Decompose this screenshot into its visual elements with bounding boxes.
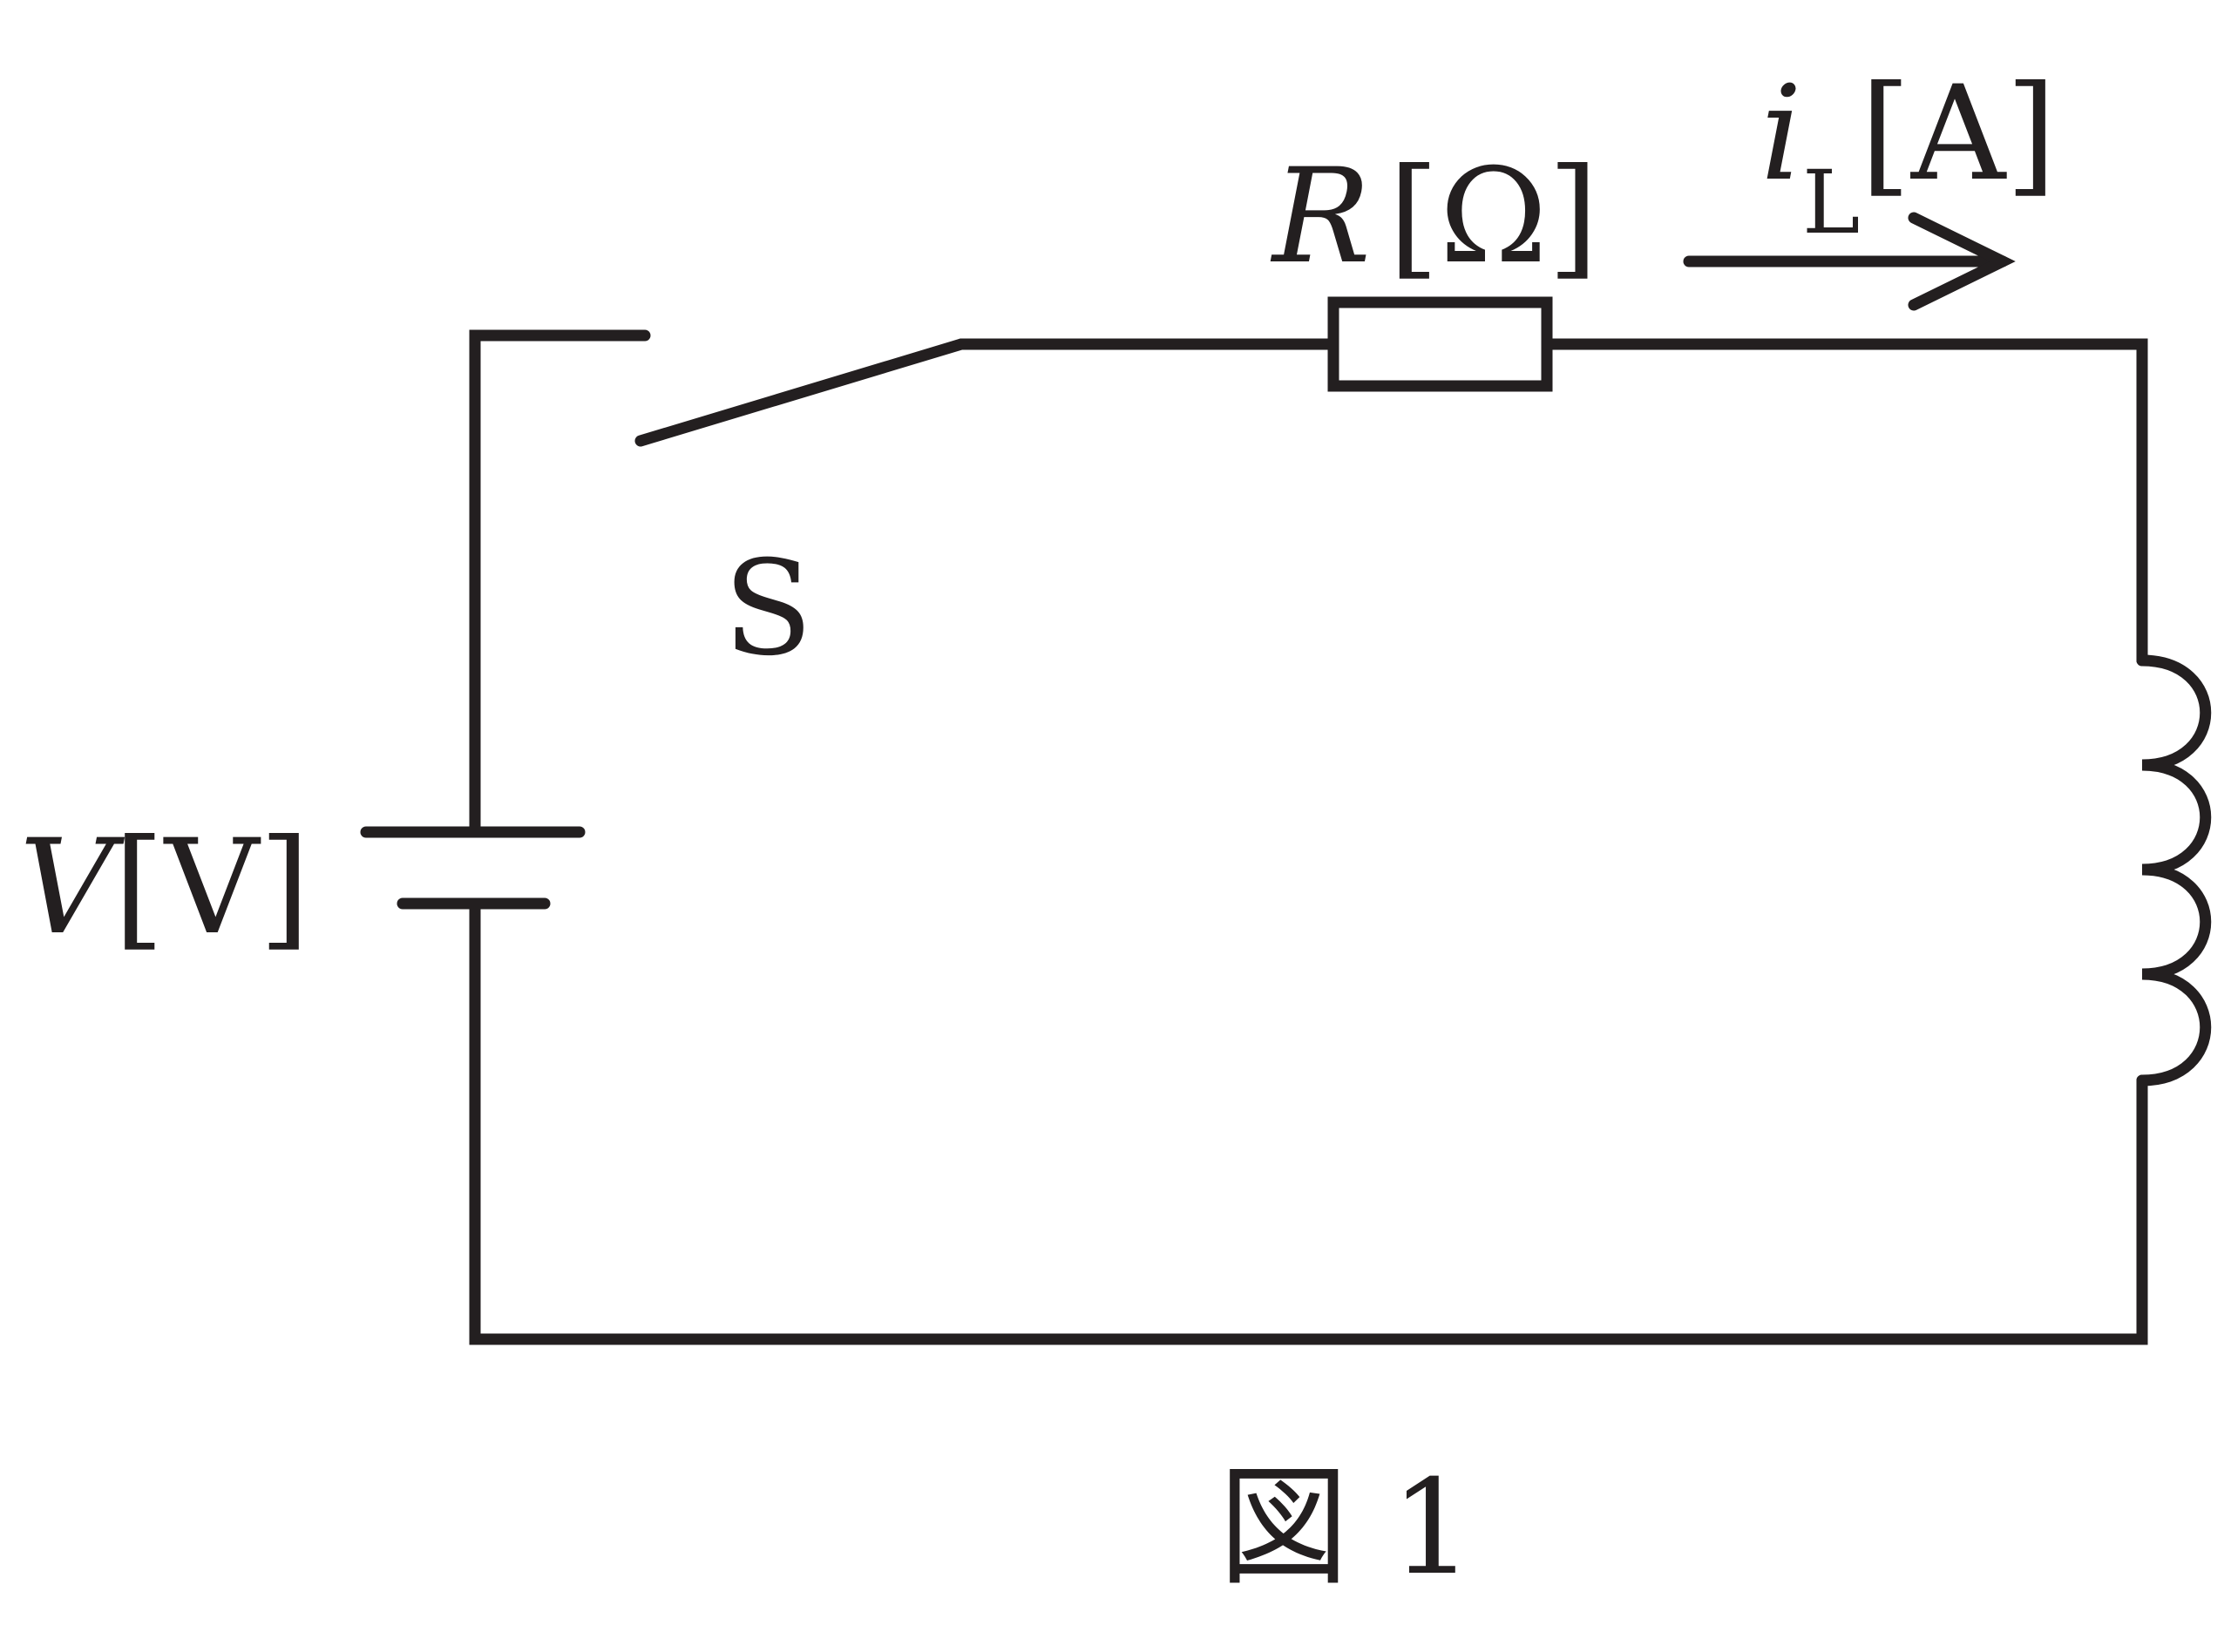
switch-blade	[634, 338, 967, 447]
switch-label: S	[723, 533, 813, 685]
inductor-coil	[2136, 654, 2212, 1087]
resistor-label: R[Ω]	[1270, 141, 1598, 293]
wire-left-upper	[469, 329, 651, 838]
figure-caption: 図 1	[1218, 1452, 1474, 1604]
current-label: iL[A]	[1760, 58, 2057, 254]
current-arrow-head	[1908, 212, 2016, 311]
resistor-symbol: R	[1270, 141, 1371, 293]
battery-label: V[V]	[19, 812, 310, 964]
battery-unit: [V]	[113, 812, 309, 964]
current-subscript: L	[1802, 152, 1860, 254]
battery-symbol: V	[19, 812, 125, 964]
resistor	[1327, 296, 1553, 392]
current-unit: [A]	[1860, 58, 2056, 210]
wire-bottom	[469, 897, 2148, 1345]
current-symbol: i	[1760, 58, 1802, 210]
resistor-unit: [Ω]	[1388, 141, 1598, 293]
wire-top-right	[1541, 338, 2148, 667]
